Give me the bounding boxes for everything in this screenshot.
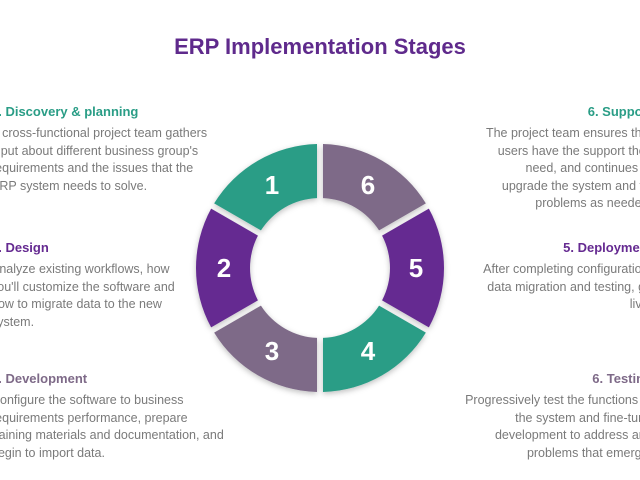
- stage-description: Analyze existing workflows, how you'll c…: [0, 262, 175, 329]
- ring-segment-2: [196, 208, 258, 328]
- stage-3-development: 3. Development Configure the software to…: [0, 371, 226, 462]
- ring-segment-6: [322, 144, 426, 231]
- stage-1-discovery: 1. Discovery & planning A cross-function…: [0, 104, 216, 195]
- ring-segment-number: 4: [361, 336, 376, 366]
- stage-heading: 6. Testing: [592, 371, 640, 386]
- stage-description: After completing configuration, data mig…: [483, 262, 640, 311]
- ring-segment-5: [382, 208, 445, 328]
- ring-segment-number: 2: [217, 253, 231, 283]
- page-title: ERP Implementation Stages: [174, 34, 466, 59]
- stage-6-support: 6. Support The project team ensures that…: [482, 104, 640, 213]
- stage-description: A cross-functional project team gathers …: [0, 126, 208, 193]
- stage-description: Configure the software to business requi…: [0, 393, 224, 460]
- stage-description: Progressively test the functions of the …: [465, 393, 640, 460]
- ring-segment-number: 5: [409, 253, 423, 283]
- stage-heading: 6. Support: [587, 104, 640, 119]
- stage-heading: 3. Development: [0, 371, 88, 386]
- stage-4-testing: 6. Testing Progressively test the functi…: [452, 371, 640, 462]
- ring-segment-number: 6: [361, 170, 375, 200]
- ring-segment-4: [322, 305, 426, 392]
- stage-heading: 1. Discovery & planning: [0, 104, 139, 119]
- stage-heading: 2. Design: [0, 240, 49, 255]
- ring-segment-3: [214, 305, 318, 392]
- ring-segment-number: 1: [265, 170, 279, 200]
- stage-description: The project team ensures that users have…: [485, 126, 640, 210]
- stage-2-design: 2. Design Analyze existing workflows, ho…: [0, 240, 176, 331]
- stage-5-deployment: 5. Deployment After completing configura…: [462, 240, 640, 314]
- ring-segment-number: 3: [265, 336, 279, 366]
- stage-heading: 5. Deployment: [563, 240, 640, 255]
- ring-segment-1: [214, 144, 318, 231]
